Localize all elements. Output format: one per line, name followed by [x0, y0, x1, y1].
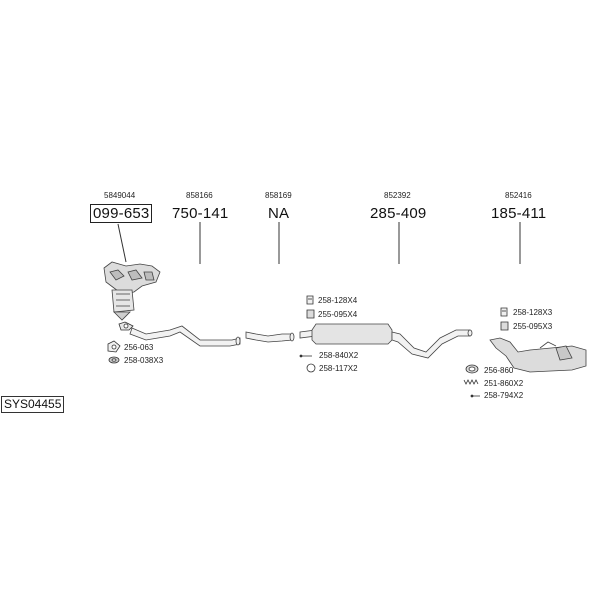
gasket-icon — [465, 364, 479, 374]
hardware-code: 258-794X2 — [484, 391, 524, 400]
leader-line-1 — [117, 223, 127, 263]
bracket-icon — [500, 321, 509, 331]
group-ref-number: 858169 — [265, 191, 292, 200]
hardware-code: 258-128X3 — [513, 308, 553, 317]
ring-gasket-icon — [107, 340, 121, 353]
part-number-label: 185-411 — [491, 205, 547, 222]
flex-pipe-part — [245, 331, 295, 343]
gasket-part — [118, 321, 134, 331]
bolt-icon — [470, 394, 480, 398]
group-ref-number: 858166 — [186, 191, 213, 200]
hardware-code: 256-860 — [484, 366, 514, 375]
exhaust-manifold-part — [103, 261, 161, 321]
front-pipe-part — [129, 325, 241, 347]
hardware-code: 258-117X2 — [319, 364, 358, 373]
part-number-label: NA — [268, 205, 290, 222]
system-code-label: SYS04455 — [1, 396, 65, 413]
part-number-label: 099-653 — [90, 204, 153, 223]
group-ref-number: 852392 — [384, 191, 411, 200]
clamp-icon — [306, 295, 314, 305]
middle-silencer-part — [299, 323, 473, 359]
hardware-code: 258-840X2 — [319, 351, 359, 360]
hardware-code: 256-063 — [124, 343, 154, 352]
hardware-code: 258-038X3 — [124, 356, 164, 365]
hardware-code: 255-095X4 — [318, 310, 358, 319]
hardware-code: 258-128X4 — [318, 296, 358, 305]
nut-icon — [108, 356, 120, 364]
ring-icon — [306, 363, 316, 373]
hardware-code: 251-860X2 — [484, 379, 524, 388]
spring-icon — [463, 379, 479, 385]
hardware-code: 255-095X3 — [513, 322, 553, 331]
rear-silencer-part — [489, 337, 587, 373]
part-number-label: 285-409 — [370, 205, 427, 222]
group-ref-number: 852416 — [505, 191, 532, 200]
bolt-icon — [299, 354, 312, 358]
part-number-label: 750-141 — [172, 205, 229, 222]
clamp-icon — [500, 307, 508, 317]
group-ref-number: 5849044 — [104, 191, 136, 200]
bracket-icon — [306, 309, 315, 319]
